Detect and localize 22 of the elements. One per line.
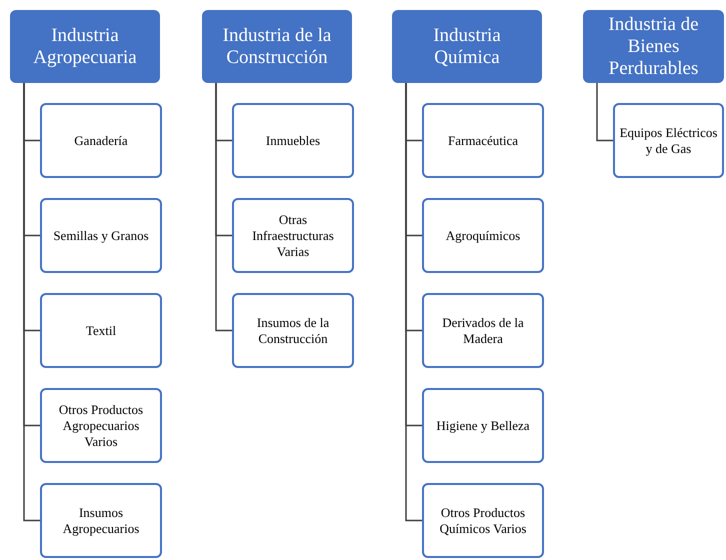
subcategory-box: Inmuebles: [232, 103, 354, 178]
subcategory-box: Textil: [40, 293, 162, 368]
connector-line: [405, 83, 422, 522]
subcategory-box: Otros Productos Agropecuarios Varios: [40, 388, 162, 463]
subcategory-box: Insumos Agropecuarios: [40, 483, 162, 558]
subcategory-box: Farmacéutica: [422, 103, 544, 178]
subcategory-box: Insumos de la Construcción: [232, 293, 354, 368]
subcategory-box: Otros Productos Químicos Varios: [422, 483, 544, 558]
subcategory-box: Ganadería: [40, 103, 162, 178]
subcategory-box: Semillas y Granos: [40, 198, 162, 273]
connector-line: [215, 83, 232, 332]
connector-line: [596, 83, 613, 142]
subcategory-box: Higiene y Belleza: [422, 388, 544, 463]
subcategory-box: Equipos Eléctricos y de Gas: [613, 103, 724, 178]
subcategory-box: Derivados de la Madera: [422, 293, 544, 368]
category-box: Industria de la Construcción: [202, 10, 352, 83]
category-box: Industria Química: [392, 10, 542, 83]
subcategory-box: Otras Infraestructuras Varias: [232, 198, 354, 273]
category-box: Industria Agropecuaria: [10, 10, 160, 83]
category-box: Industria de Bienes Perdurables: [583, 10, 724, 83]
subcategory-box: Agroquímicos: [422, 198, 544, 273]
connector-line: [23, 83, 40, 522]
